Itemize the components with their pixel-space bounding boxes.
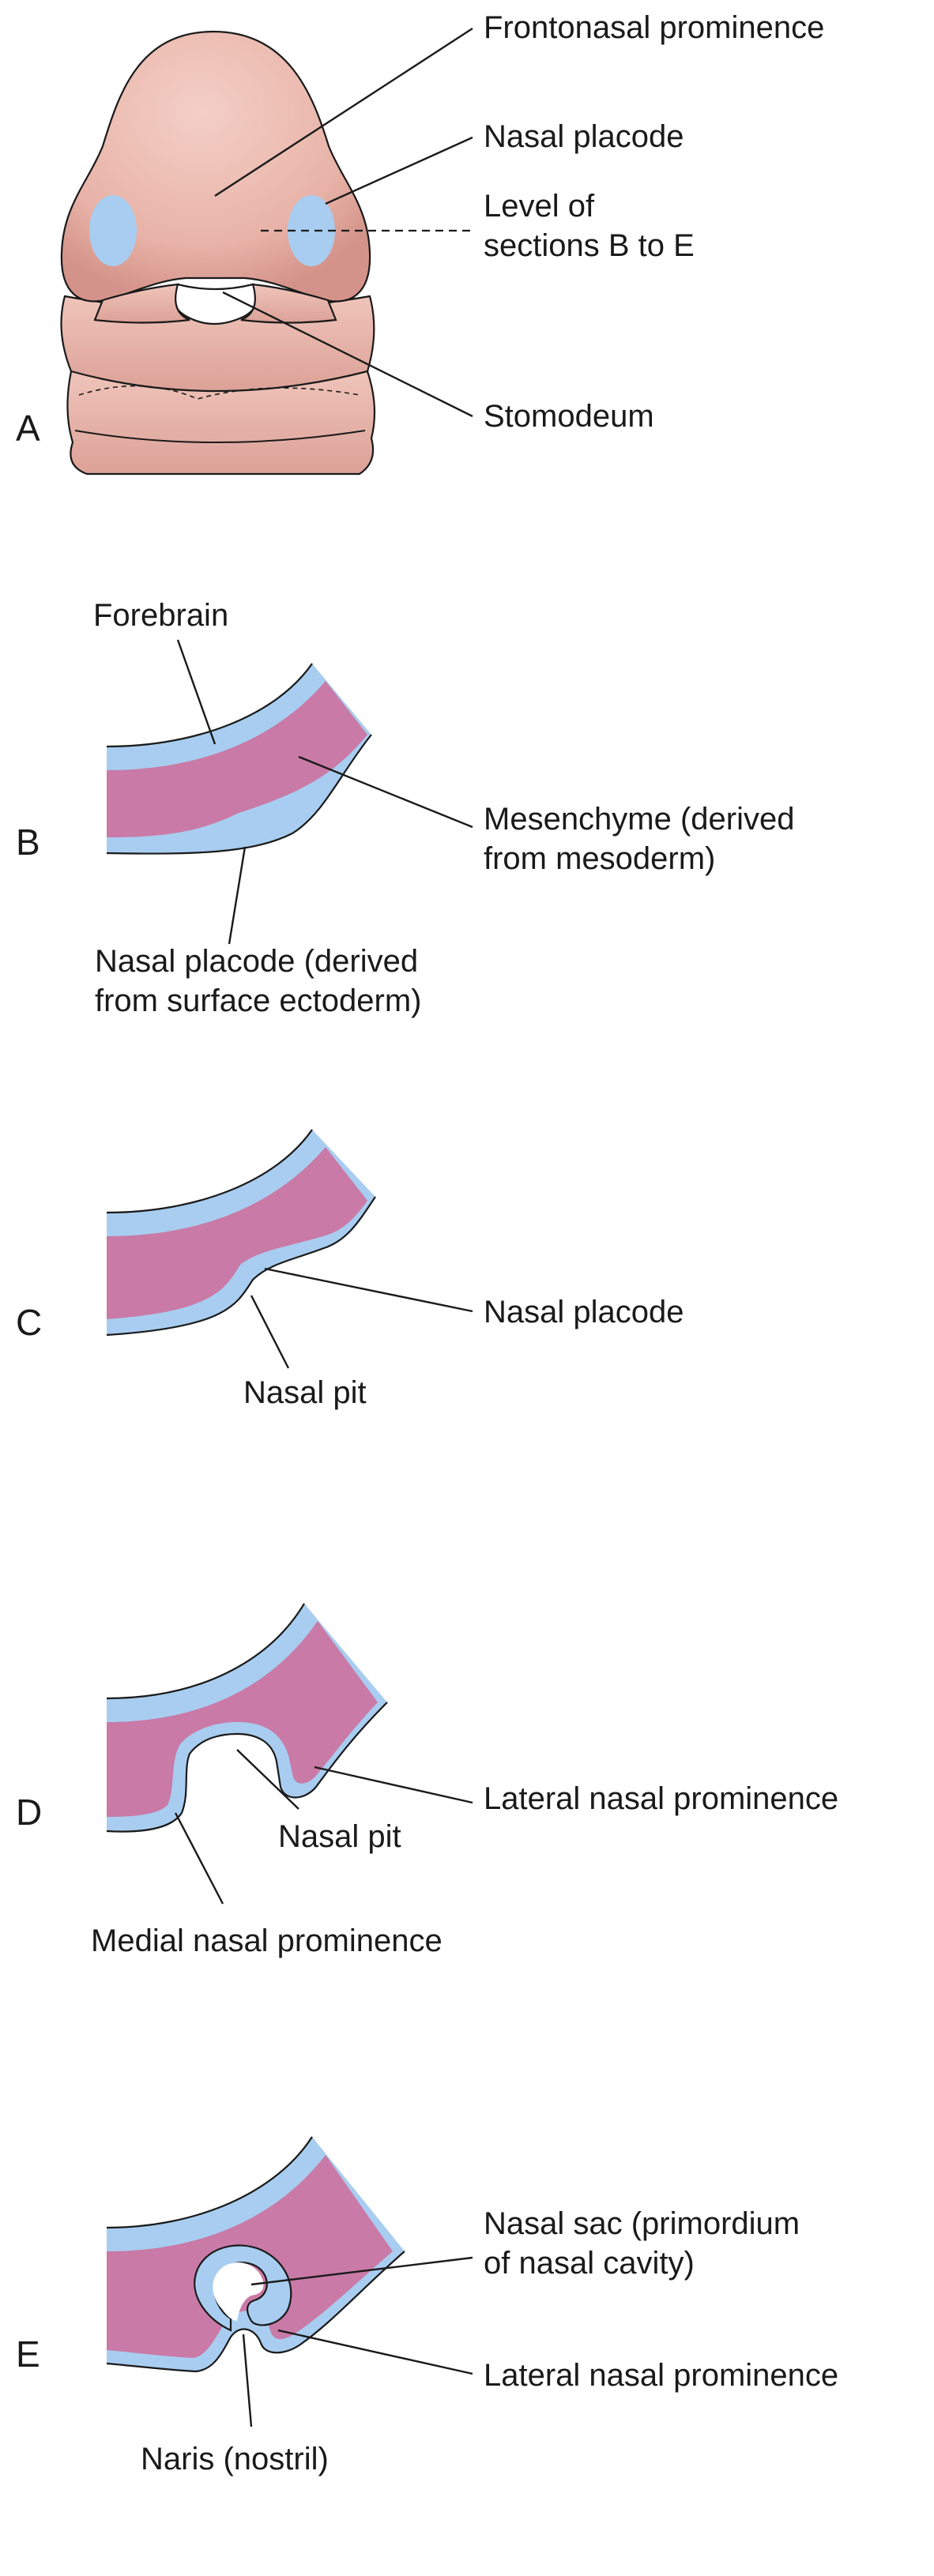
nasal-placode-right bbox=[288, 195, 335, 266]
label-stomodeum: Stomodeum bbox=[484, 399, 654, 434]
mesenchyme-d bbox=[107, 1621, 378, 1817]
leader-medial-d bbox=[174, 1812, 224, 1905]
panel-letter-a: A bbox=[16, 408, 40, 449]
mesenchyme-c bbox=[107, 1147, 367, 1319]
panel-letter-e: E bbox=[16, 2333, 40, 2375]
label-lateral-e: Lateral nasal prominence bbox=[484, 2358, 838, 2393]
label-forebrain: Forebrain bbox=[93, 598, 228, 633]
leader-forebrain bbox=[176, 639, 217, 745]
panel-letter-b: B bbox=[16, 822, 40, 863]
label-nasal-pit-d: Nasal pit bbox=[278, 1819, 401, 1854]
nasal-sac-cavity bbox=[213, 2262, 264, 2321]
label-naris: Naris (nostril) bbox=[141, 2442, 329, 2476]
panel-b: Forebrain Mesenchyme (derived from mesod… bbox=[16, 598, 795, 1018]
outline-e bbox=[106, 2136, 405, 2373]
label-mesenchyme-line2: from mesoderm) bbox=[484, 841, 715, 876]
label-nasal-placode-c: Nasal placode bbox=[484, 1295, 684, 1329]
label-medial-d: Medial nasal prominence bbox=[91, 1924, 443, 1958]
label-frontonasal: Frontonasal prominence bbox=[484, 10, 824, 45]
panel-d: Lateral nasal prominence Nasal pit Media… bbox=[16, 1603, 838, 1958]
mesenchyme-b bbox=[107, 681, 367, 837]
leader-placode-b bbox=[228, 846, 247, 945]
leader-nasal-placode-c bbox=[264, 1267, 473, 1313]
leader-lateral-e bbox=[277, 2329, 473, 2375]
leader-nasal-sac bbox=[250, 2256, 473, 2286]
nasal-placode-left bbox=[89, 195, 137, 266]
label-placode-b-line2: from surface ectoderm) bbox=[95, 983, 421, 1018]
panel-letter-d: D bbox=[16, 1792, 42, 1833]
panel-c: Nasal placode Nasal pit C bbox=[16, 1129, 684, 1410]
outline-d bbox=[106, 1603, 388, 1833]
leader-lateral-d bbox=[314, 1766, 473, 1804]
label-nasal-sac-line1: Nasal sac (primordium bbox=[484, 2206, 800, 2241]
lower-arch bbox=[66, 370, 376, 476]
label-nasal-pit-c: Nasal pit bbox=[243, 1375, 367, 1410]
label-mesenchyme-line1: Mesenchyme (derived bbox=[484, 802, 795, 837]
label-level-line2: sections B to E bbox=[484, 228, 695, 263]
label-nasal-sac-line2: of nasal cavity) bbox=[484, 2246, 695, 2281]
leader-stomodeum bbox=[222, 291, 473, 418]
panel-e: Nasal sac (primordium of nasal cavity) L… bbox=[16, 2136, 838, 2476]
leader-placode-a bbox=[325, 136, 473, 205]
leader-frontonasal bbox=[214, 27, 473, 197]
panel-a: Frontonasal prominence Nasal placode Lev… bbox=[16, 10, 824, 476]
label-level-line1: Level of bbox=[484, 189, 595, 224]
label-lateral-d: Lateral nasal prominence bbox=[484, 1781, 838, 1816]
label-nasal-placode-a: Nasal placode bbox=[484, 119, 684, 154]
lower-arch-crease bbox=[74, 430, 366, 443]
maxillary-left bbox=[93, 283, 190, 324]
leader-naris bbox=[242, 2333, 253, 2427]
leader-nasal-pit-c bbox=[250, 1295, 290, 1369]
label-placode-b-line1: Nasal placode (derived bbox=[95, 944, 418, 979]
leader-nasal-pit-d bbox=[236, 1749, 299, 1810]
leader-mesenchyme bbox=[298, 755, 473, 829]
panel-letter-c: C bbox=[16, 1302, 42, 1343]
